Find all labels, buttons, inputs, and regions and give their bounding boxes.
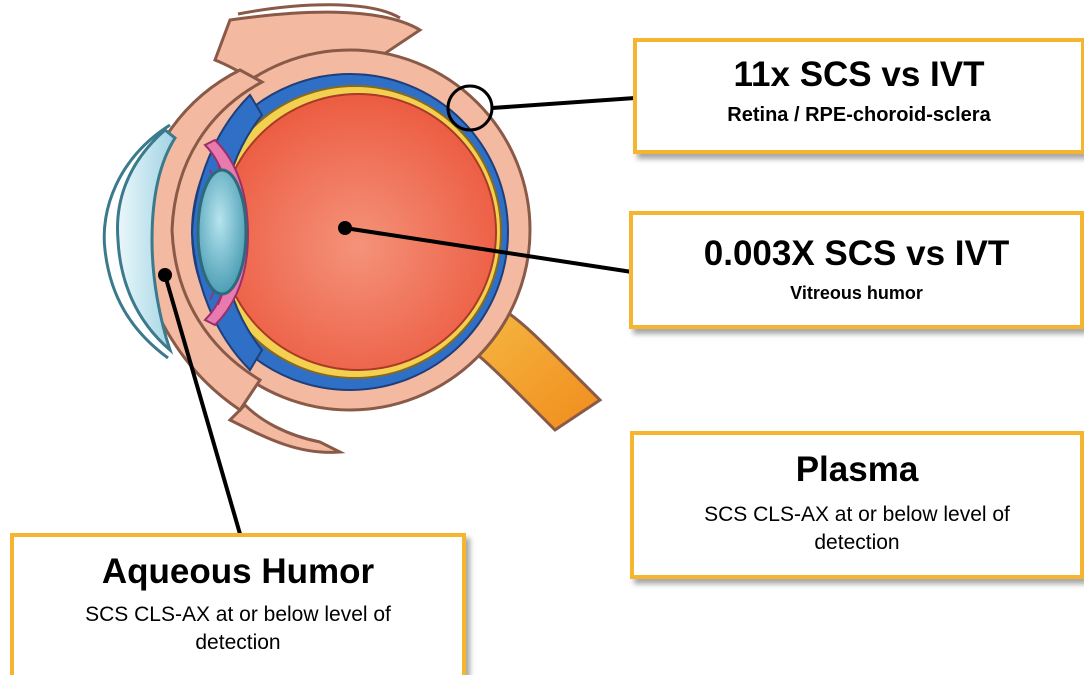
plasma-callout: Plasma SCS CLS-AX at or below level of d… — [630, 431, 1084, 579]
retina-callout-title: 11x SCS vs IVT — [637, 54, 1081, 96]
aqueous-callout-title: Aqueous Humor — [14, 551, 462, 593]
plasma-callout-title: Plasma — [634, 449, 1080, 491]
vitreous-leader-dot — [338, 221, 352, 235]
retina-callout: 11x SCS vs IVT Retina / RPE-choroid-scle… — [633, 38, 1084, 154]
lens — [198, 170, 246, 294]
plasma-callout-subtitle: SCS CLS-AX at or below level of detectio… — [634, 501, 1080, 557]
vitreous-callout-title: 0.003X SCS vs IVT — [633, 233, 1080, 275]
retina-callout-subtitle: Retina / RPE-choroid-sclera — [637, 104, 1081, 127]
aqueous-callout-subtitle: SCS CLS-AX at or below level of detectio… — [14, 601, 462, 657]
vitreous-callout-subtitle: Vitreous humor — [633, 283, 1080, 304]
aqueous-callout: Aqueous Humor SCS CLS-AX at or below lev… — [10, 533, 466, 675]
aqueous-leader-dot — [158, 268, 172, 282]
lower-eyelid — [230, 405, 340, 452]
vitreous-callout: 0.003X SCS vs IVT Vitreous humor — [629, 211, 1084, 329]
retina-leader-line — [492, 98, 635, 108]
